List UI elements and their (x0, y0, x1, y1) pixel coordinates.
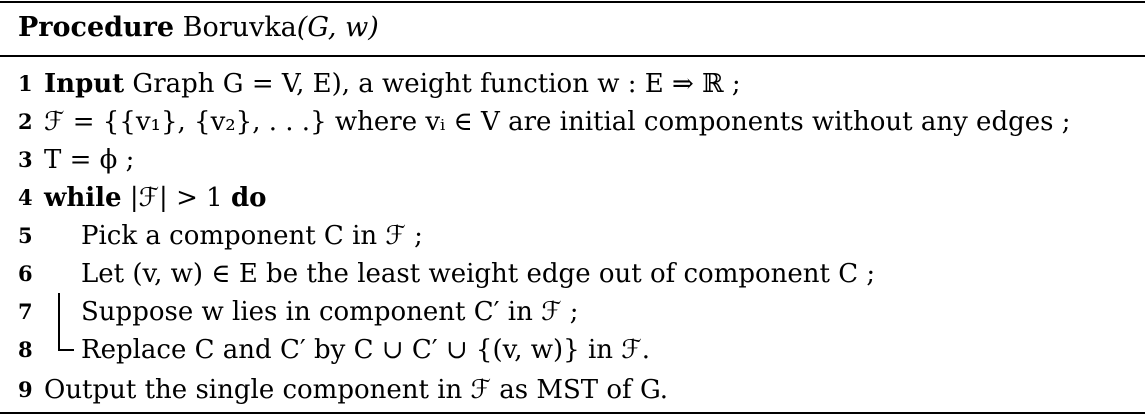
caption-name: Boruvka (182, 12, 297, 43)
line-9-text: Output the single component in ℱ as MST … (44, 375, 669, 405)
line-number-6: 6 (18, 261, 33, 286)
line-5-text: Pick a component C in ℱ ; (81, 221, 423, 251)
line-7-text: Suppose w lies in component C′ in ℱ ; (81, 297, 579, 327)
line-5: Pick a component C in ℱ ; (81, 217, 423, 255)
while-block-bar (58, 293, 60, 351)
line-6-text: Let (v, w) ∈ E be the least weight edge … (81, 259, 876, 289)
line-3-text: T = ϕ ; (44, 145, 135, 175)
line-number-4: 4 (18, 185, 33, 210)
line-7: Suppose w lies in component C′ in ℱ ; (81, 293, 579, 331)
line-number-2: 2 (18, 109, 33, 134)
caption-keyword: Procedure (18, 12, 175, 43)
procedure-caption: Procedure Boruvka(G, w) (18, 8, 379, 48)
line-8: Replace C and C′ by C ∪ C′ ∪ {(v, w)} in… (81, 331, 650, 369)
line-number-1: 1 (18, 71, 33, 96)
line-8-text: Replace C and C′ by C ∪ C′ ∪ {(v, w)} in… (81, 335, 650, 365)
while-block-foot (58, 349, 74, 351)
top-rule (0, 1, 1145, 3)
line-1: Input Graph G = V, E), a weight function… (44, 65, 741, 103)
line-9: Output the single component in ℱ as MST … (44, 371, 668, 409)
line-4-keyword-do: do (230, 183, 267, 213)
line-number-8: 8 (18, 337, 33, 362)
line-4-text: |ℱ| > 1 (121, 183, 231, 213)
line-number-7: 7 (18, 299, 33, 324)
caption-args: (G, w) (296, 12, 379, 43)
line-1-keyword: Input (44, 69, 125, 99)
line-4: while |ℱ| > 1 do (44, 179, 266, 217)
line-number-5: 5 (18, 223, 33, 248)
line-2: ℱ = {{v₁}, {v₂}, . . .} where vᵢ ∈ V are… (44, 103, 1070, 141)
line-number-9: 9 (18, 377, 33, 402)
line-2-text: ℱ = {{v₁}, {v₂}, . . .} where vᵢ ∈ V are… (44, 107, 1071, 137)
line-3: T = ϕ ; (44, 141, 134, 179)
line-number-3: 3 (18, 147, 33, 172)
line-4-keyword-while: while (44, 183, 122, 213)
line-1-text: Graph G = V, E), a weight function w : E… (124, 69, 741, 99)
caption-rule (0, 55, 1145, 57)
bottom-rule (0, 412, 1145, 414)
line-6: Let (v, w) ∈ E be the least weight edge … (81, 255, 875, 293)
